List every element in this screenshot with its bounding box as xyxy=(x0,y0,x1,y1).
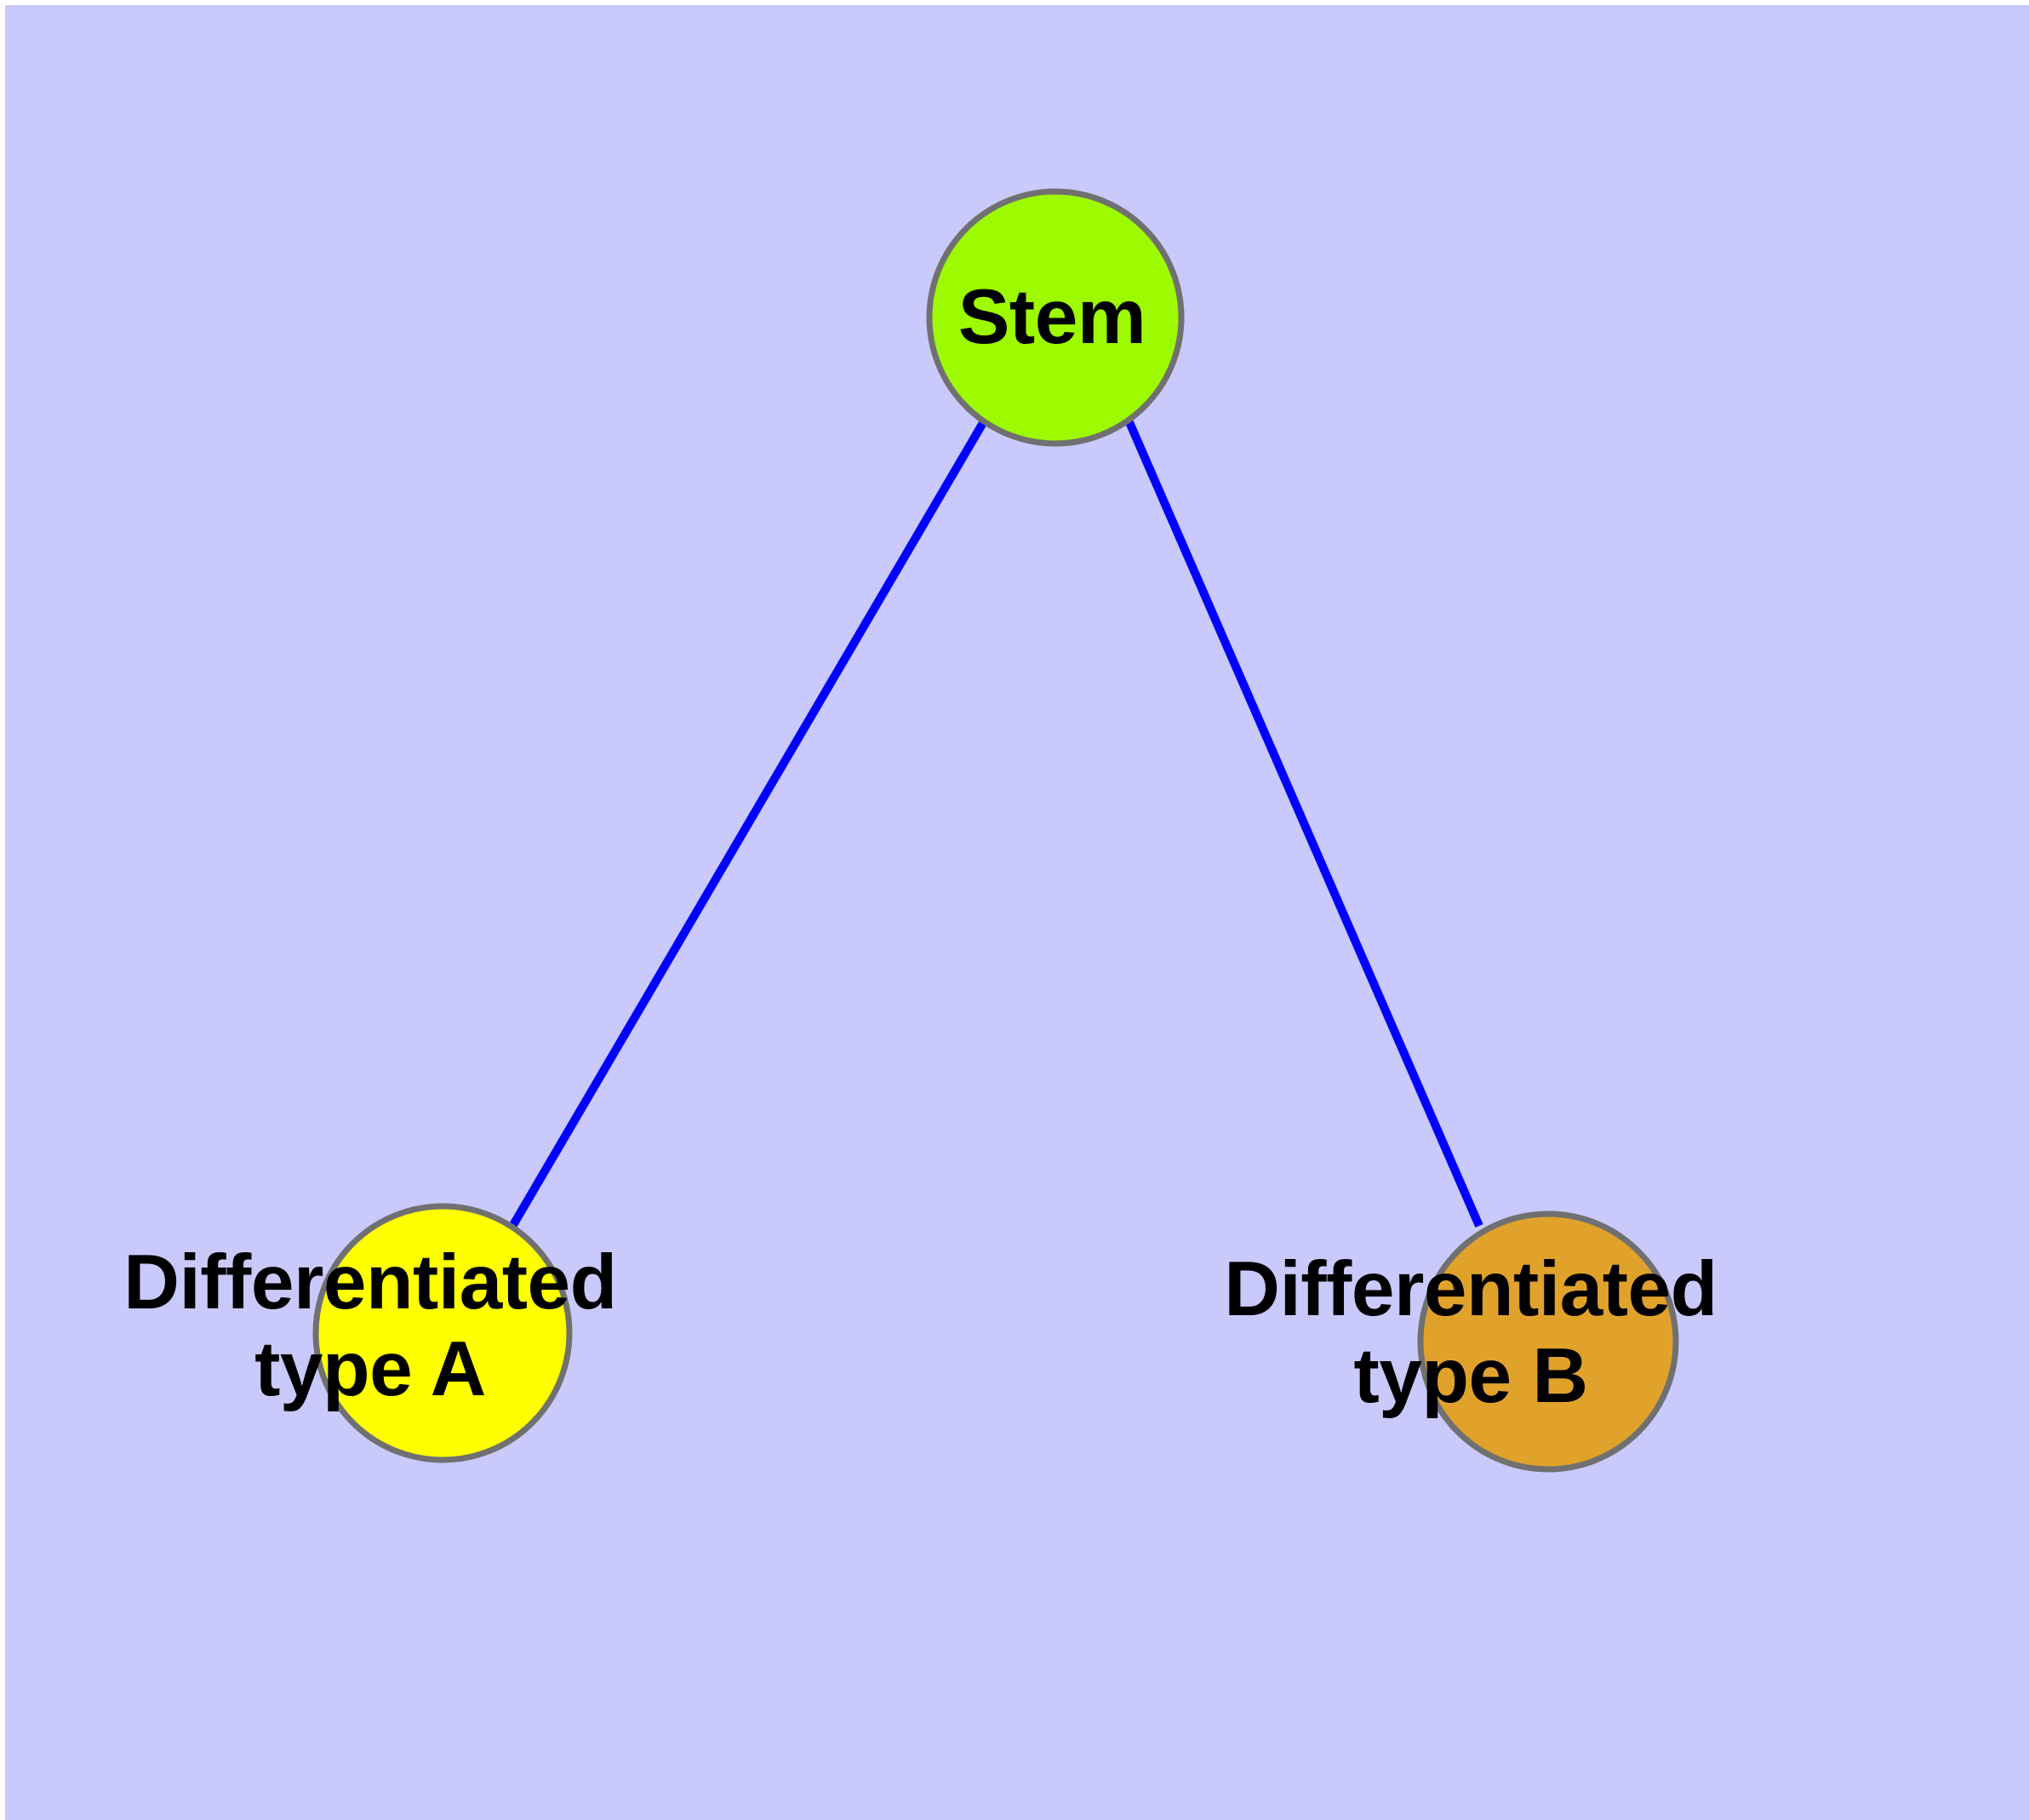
edge-stem-to-differentiated-type-a[interactable] xyxy=(509,419,988,1228)
nodes-group xyxy=(312,188,1679,1473)
node-stem[interactable] xyxy=(926,188,1185,447)
node-differentiated-type-a[interactable] xyxy=(312,1203,573,1463)
edges-group xyxy=(509,419,1483,1228)
edge-stem-to-differentiated-type-b[interactable] xyxy=(1125,421,1483,1228)
node-differentiated-type-b[interactable] xyxy=(1417,1210,1679,1473)
